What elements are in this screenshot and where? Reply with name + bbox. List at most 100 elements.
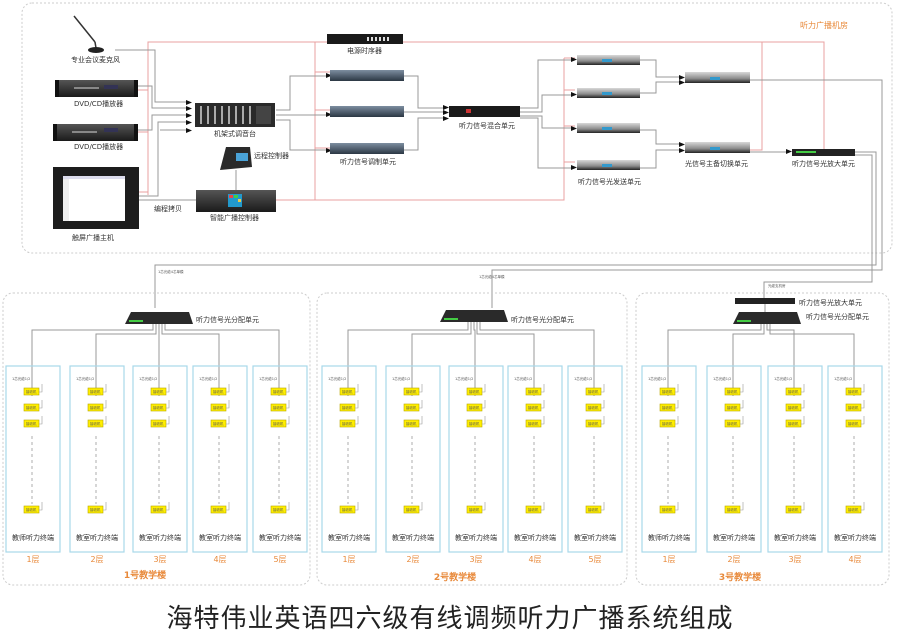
cable-label: 1芯光缆1/2	[834, 376, 852, 381]
control-room-boundary	[21, 2, 893, 254]
receiver-icon	[785, 403, 802, 412]
building-3: 听力信号光放大单元听力信号光分配单元1芯光缆1/2接收机接收机接收机接收机教师听…	[635, 292, 890, 586]
touch-screen-host-icon	[53, 167, 139, 229]
cable-label: 1芯光缆1/2	[648, 376, 666, 381]
label-modulator: 听力信号调制单元	[340, 157, 396, 166]
receiver-icon	[150, 387, 167, 396]
cable-label: 1芯光缆1/2	[774, 376, 792, 381]
receiver-icon	[845, 419, 862, 428]
classroom-box	[252, 365, 308, 553]
receiver-icon	[403, 419, 420, 428]
terminal-label: 教室听力终端	[259, 533, 301, 542]
receiver-label: 接收机	[469, 507, 480, 512]
receiver-icon	[724, 419, 741, 428]
receiver-icon	[403, 403, 420, 412]
receiver-label: 接收机	[153, 405, 164, 410]
power-lines	[138, 41, 825, 201]
receiver-icon	[466, 403, 483, 412]
receiver-icon	[23, 505, 40, 514]
floor-label: 5层	[588, 555, 601, 564]
receiver-label: 接收机	[848, 405, 859, 410]
receiver-icon	[210, 403, 227, 412]
label-power-sequencer: 电源时序器	[347, 46, 382, 55]
receiver-label: 接收机	[727, 507, 738, 512]
receiver-icon	[466, 419, 483, 428]
receiver-label: 接收机	[727, 421, 738, 426]
receiver-icon	[659, 419, 676, 428]
receiver-icon	[466, 387, 483, 396]
classroom-box	[385, 365, 441, 553]
receiver-label: 接收机	[90, 405, 101, 410]
building-amplifier-icon	[735, 298, 795, 304]
receiver-icon	[270, 387, 287, 396]
buildings: 听力信号光分配单元1芯光缆1/2接收机接收机接收机接收机教师听力终端1层1芯光缆…	[2, 292, 890, 586]
classroom-box	[448, 365, 504, 553]
receiver-label: 接收机	[26, 405, 37, 410]
splitter-label: 听力信号光分配单元	[196, 315, 259, 324]
receiver-label: 接收机	[342, 405, 353, 410]
receiver-icon	[150, 403, 167, 412]
floor-label: 5层	[273, 555, 286, 564]
receiver-label: 接收机	[469, 421, 480, 426]
receiver-icon	[150, 505, 167, 514]
receiver-label: 接收机	[153, 421, 164, 426]
receiver-icon	[585, 403, 602, 412]
building-name: 1号教学楼	[124, 569, 166, 581]
optical-splitter-icon	[440, 310, 508, 322]
classroom-box	[132, 365, 188, 553]
receiver-icon	[845, 403, 862, 412]
building-name: 3号教学楼	[719, 571, 761, 583]
receiver-icon	[785, 419, 802, 428]
terminal-label: 教室听力终端	[392, 533, 434, 542]
terminal-label: 教师听力终端	[648, 533, 690, 542]
receiver-label: 接收机	[342, 507, 353, 512]
classroom-box	[192, 365, 248, 553]
cable-label: 1芯光缆1/2	[139, 376, 157, 381]
receiver-icon	[403, 387, 420, 396]
receiver-label: 接收机	[788, 405, 799, 410]
floor-label: 1层	[342, 555, 355, 564]
receiver-label: 接收机	[213, 421, 224, 426]
receiver-icon	[23, 403, 40, 412]
receiver-label: 接收机	[273, 405, 284, 410]
receiver-icon	[23, 387, 40, 396]
receiver-icon	[585, 387, 602, 396]
receiver-label: 接收机	[588, 389, 599, 394]
receiver-label: 接收机	[528, 389, 539, 394]
receiver-icon	[403, 505, 420, 514]
receiver-label: 接收机	[848, 507, 859, 512]
receiver-label: 接收机	[788, 507, 799, 512]
optical-splitter-icon	[125, 312, 193, 324]
building-name: 2号教学楼	[434, 571, 476, 583]
receiver-label: 接收机	[26, 389, 37, 394]
optical-amplifier-icon	[792, 149, 855, 156]
receiver-label: 接收机	[788, 389, 799, 394]
cable-label: 1芯光缆1/2	[455, 376, 473, 381]
terminal-label: 教师听力终端	[12, 533, 54, 542]
floor-label: 3层	[788, 555, 801, 564]
building-boundary	[316, 292, 628, 586]
receiver-icon	[210, 419, 227, 428]
label-program-copy: 编程拷贝	[154, 204, 182, 213]
receiver-label: 接收机	[90, 507, 101, 512]
receiver-icon	[87, 505, 104, 514]
receiver-icon	[210, 505, 227, 514]
receiver-label: 接收机	[662, 507, 673, 512]
arrow-heads	[186, 57, 792, 170]
receiver-label: 接收机	[406, 389, 417, 394]
terminal-label: 教室听力终端	[199, 533, 241, 542]
terminal-label: 教室听力终端	[713, 533, 755, 542]
receiver-label: 接收机	[153, 507, 164, 512]
label-smart-controller: 智能广播控制器	[210, 213, 259, 222]
floor-label: 1层	[662, 555, 675, 564]
label-microphone: 专业会议麦克风	[71, 55, 120, 64]
receiver-icon	[585, 419, 602, 428]
receiver-icon	[525, 403, 542, 412]
receiver-label: 接收机	[528, 405, 539, 410]
